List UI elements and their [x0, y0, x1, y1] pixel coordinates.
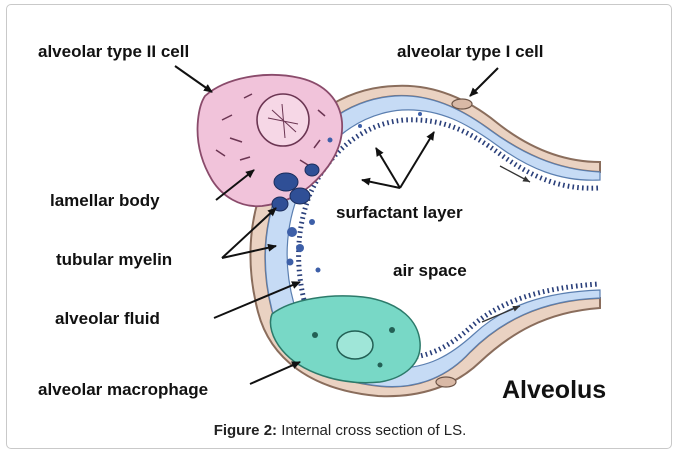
caption-prefix: Figure 2:	[214, 422, 277, 439]
wall-nucleus-bottom	[436, 377, 456, 387]
type-i-nucleus	[452, 99, 472, 109]
label-alveolar-fluid: alveolar fluid	[55, 309, 160, 328]
label-type-ii-cell: alveolar type II cell	[38, 42, 189, 61]
macrophage-nucleus	[337, 331, 373, 359]
caption-text: Internal cross section of LS.	[277, 422, 466, 439]
alveolus-diagram: alveolar type II cell alveolar type I ce…	[0, 0, 680, 420]
label-alveolus-title: Alveolus	[502, 376, 606, 404]
label-alveolar-macrophage: alveolar macrophage	[38, 380, 208, 399]
label-surfactant-layer: surfactant layer	[336, 203, 463, 222]
figure-caption: Figure 2: Internal cross section of LS.	[0, 422, 680, 439]
label-type-i-cell: alveolar type I cell	[397, 42, 543, 61]
label-tubular-myelin: tubular myelin	[56, 250, 172, 269]
label-lamellar-body: lamellar body	[50, 191, 160, 210]
label-air-space: air space	[393, 261, 467, 280]
